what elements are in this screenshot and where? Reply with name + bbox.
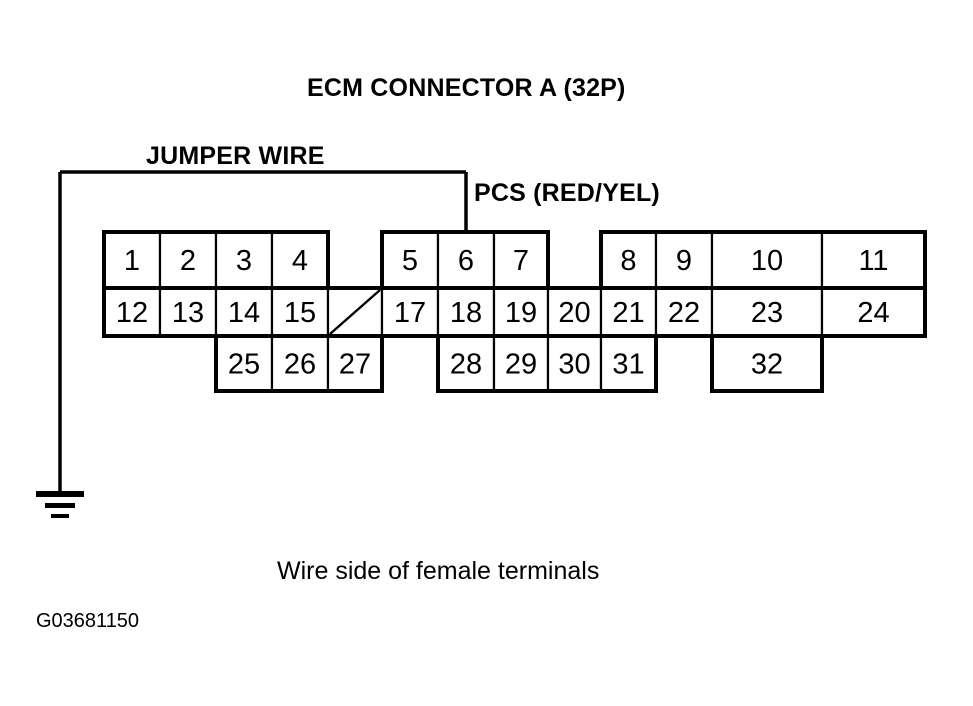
- terminal-number: 13: [172, 297, 204, 329]
- terminal-number: 10: [751, 245, 783, 277]
- jumper-wire-group: [36, 170, 468, 518]
- terminal-number: 25: [228, 349, 260, 381]
- terminal-number: 32: [751, 349, 783, 381]
- terminal-number: 17: [394, 297, 426, 329]
- terminal-number: 28: [450, 349, 482, 381]
- terminal-number: 11: [858, 245, 888, 277]
- terminal-cell: [710, 286, 824, 338]
- diagram-title: ECM CONNECTOR A (32P): [307, 74, 626, 102]
- terminal-number: 9: [676, 245, 692, 277]
- terminal-number: 14: [228, 297, 260, 329]
- terminal-number: 6: [458, 245, 474, 277]
- terminal-number: 2: [180, 245, 196, 277]
- terminal-number: 30: [558, 349, 590, 381]
- terminal-number: 29: [505, 349, 537, 381]
- terminal-number: 20: [558, 297, 590, 329]
- terminal-group-outline: [214, 334, 384, 393]
- jumper-wire-label: JUMPER WIRE: [146, 142, 325, 170]
- terminal-number: 23: [751, 297, 783, 329]
- terminal-number: 21: [612, 297, 644, 329]
- terminal-cell: [654, 230, 714, 290]
- terminal-number: 19: [505, 297, 537, 329]
- terminal-number: 4: [292, 245, 308, 277]
- terminal-number: 5: [402, 245, 418, 277]
- pcs-terminal-label: PCS (RED/YEL): [474, 179, 660, 207]
- terminal-number: 8: [620, 245, 636, 277]
- terminal-cell: [326, 334, 384, 393]
- terminal-number: 18: [450, 297, 482, 329]
- terminal-number: 24: [857, 297, 889, 329]
- terminal-number: 31: [612, 349, 644, 381]
- terminal-number: 7: [513, 245, 529, 277]
- terminal-cell: [270, 286, 330, 338]
- terminal-number: 1: [124, 245, 140, 277]
- figure-id: G03681150: [36, 610, 140, 632]
- terminal-number: 15: [284, 297, 316, 329]
- terminal-number: 27: [339, 349, 371, 381]
- terminal-cell: [214, 230, 274, 290]
- terminal-number: 12: [116, 297, 148, 329]
- terminal-number: 3: [236, 245, 252, 277]
- terminal-cell: [492, 230, 550, 290]
- terminal-group-outline: [710, 334, 824, 393]
- terminal-group-outline: [436, 334, 658, 393]
- terminal-number: 26: [284, 349, 316, 381]
- terminal-cell: [492, 286, 550, 338]
- terminal-cell: [492, 334, 550, 393]
- ground-icon: [36, 491, 84, 518]
- diagram-caption: Wire side of female terminals: [277, 557, 600, 585]
- unused-terminal-slash-icon: [329, 289, 381, 335]
- terminal-number: 22: [668, 297, 700, 329]
